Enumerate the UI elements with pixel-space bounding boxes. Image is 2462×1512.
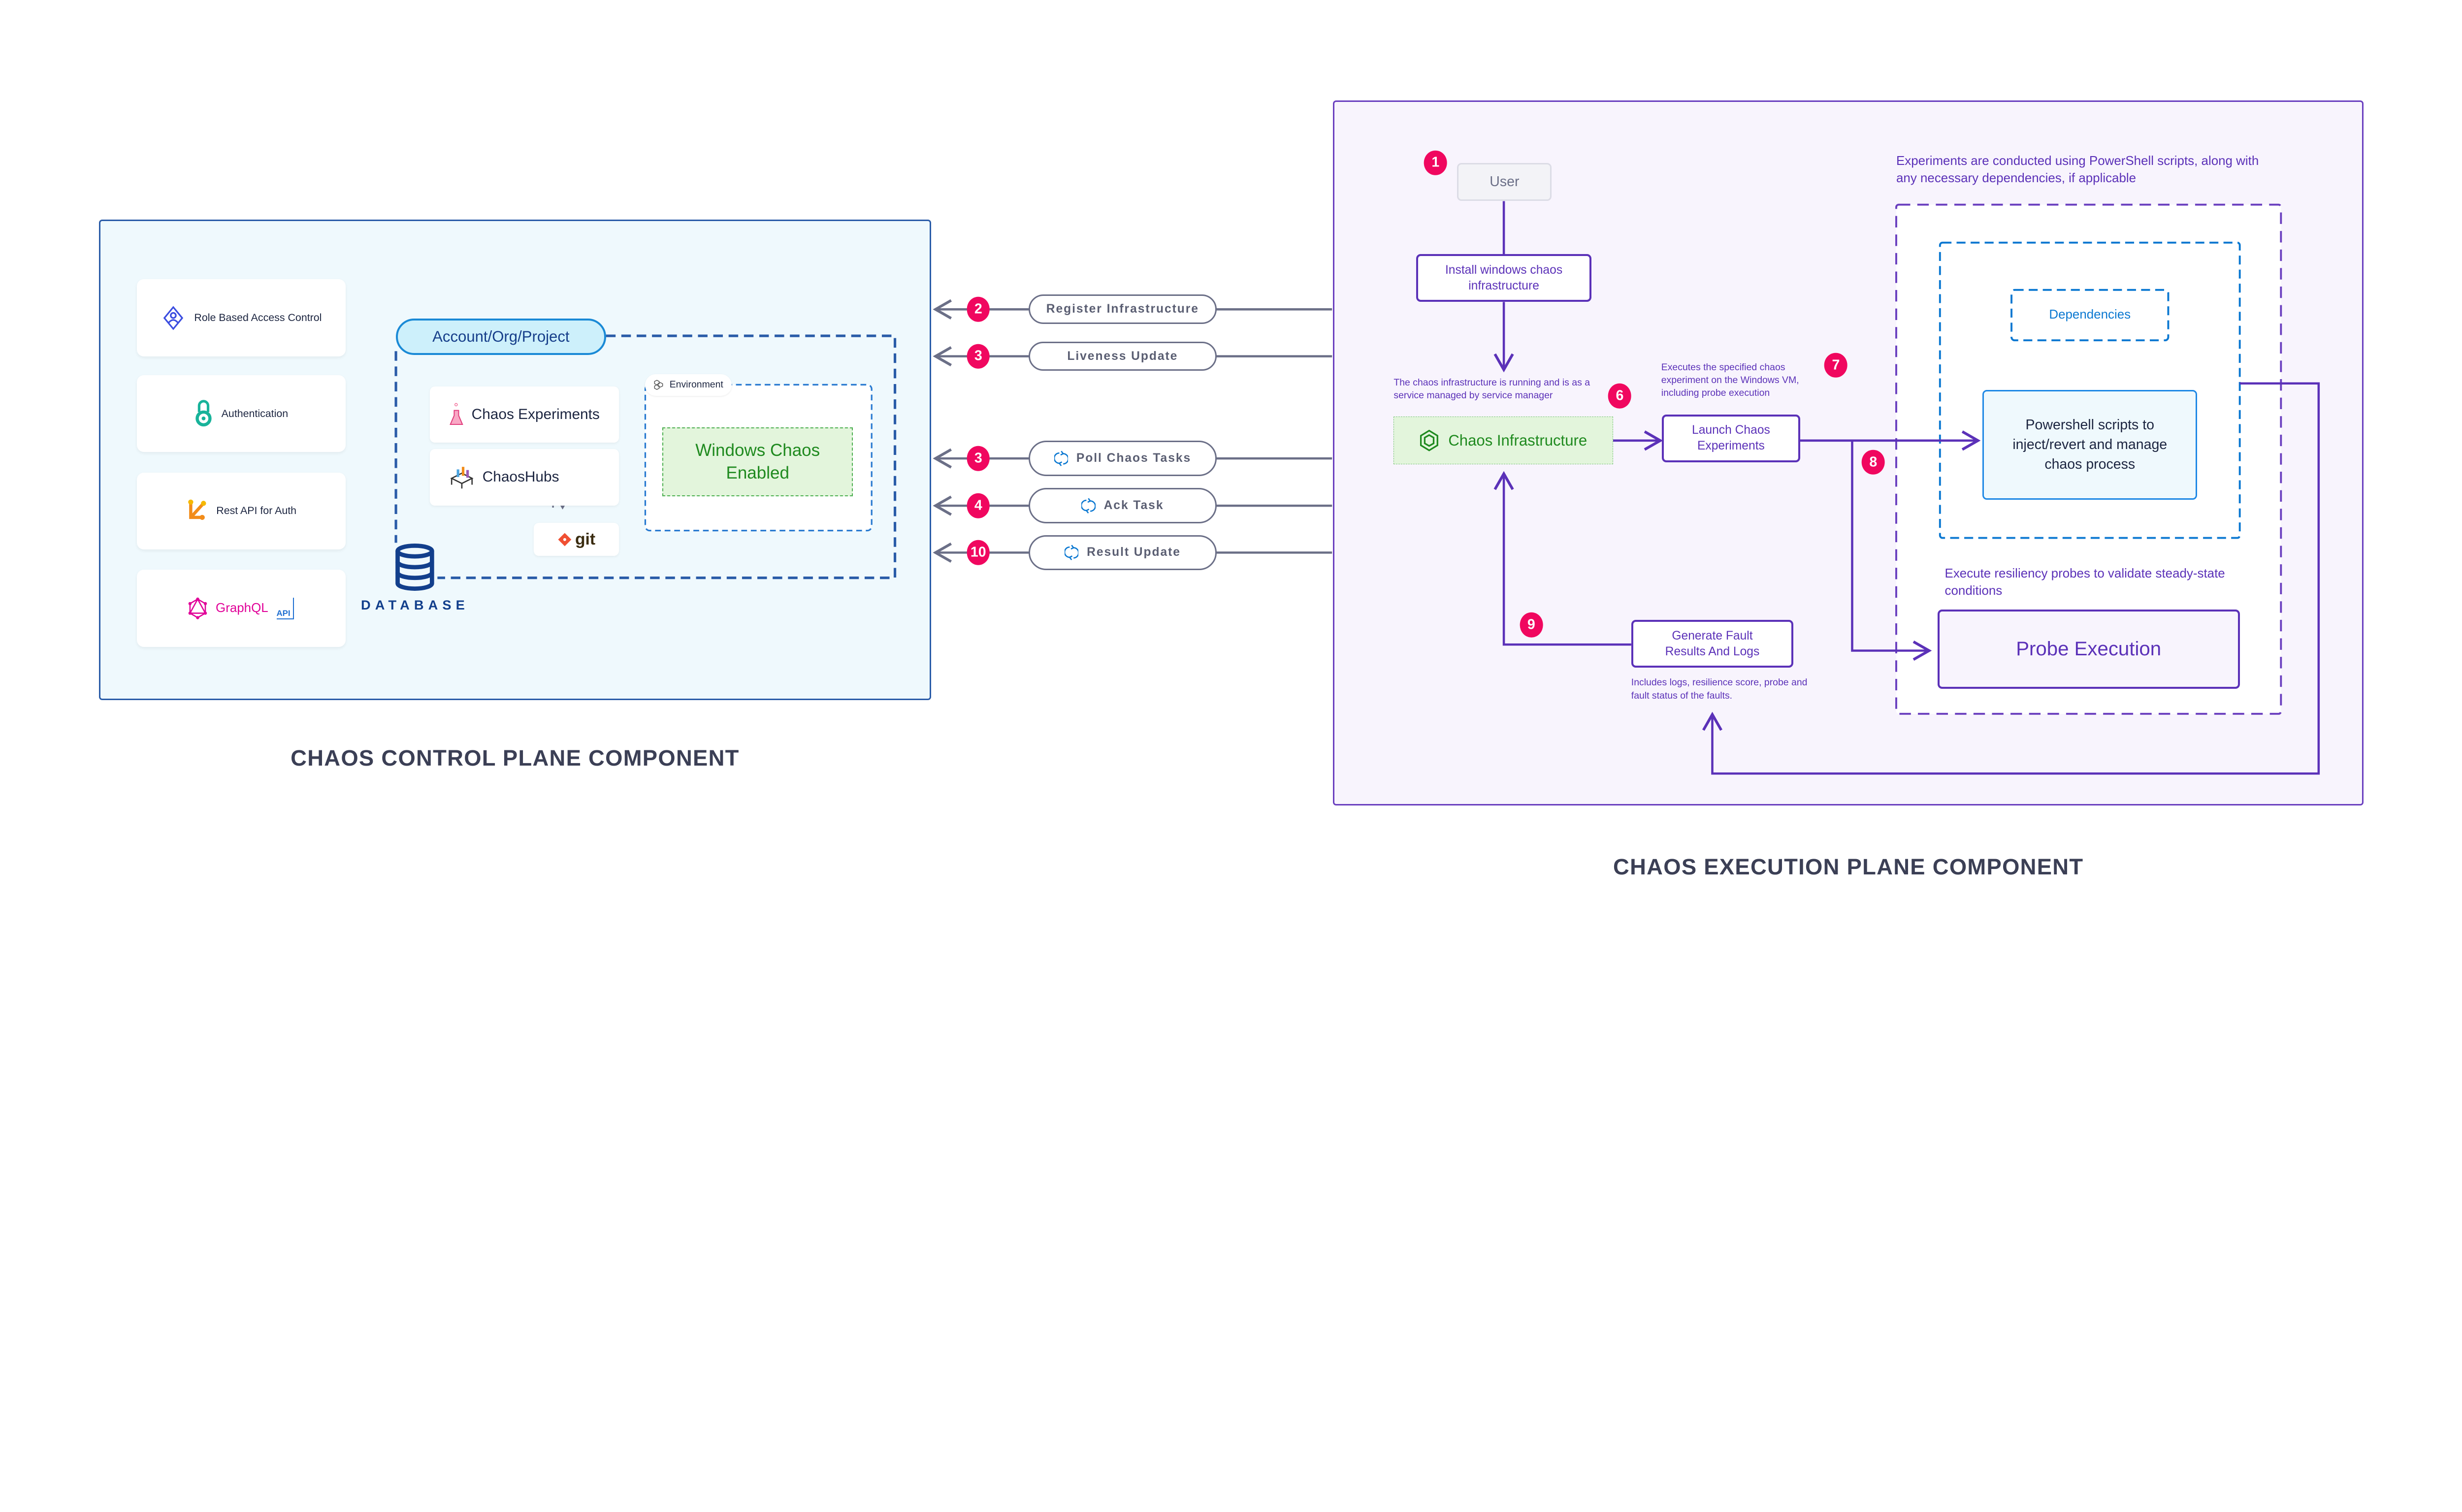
feature-card-rest-api: Rest API for Auth — [136, 472, 346, 549]
chaos-experiments-label: Chaos Experiments — [471, 406, 600, 422]
chaoshubs-label: ChaosHubs — [482, 469, 559, 485]
step-badge-10: 10 — [967, 540, 990, 565]
launch-experiments-box: Launch Chaos Experiments — [1662, 414, 1800, 462]
step-badge-3: 3 — [967, 446, 990, 471]
flask-icon — [450, 403, 464, 425]
feature-card-rbac: Role Based Access Control — [136, 279, 346, 356]
environment-text: Environment — [669, 379, 723, 390]
connection-pill: Poll Chaos Tasks — [1028, 441, 1217, 476]
dependencies-label: Dependencies — [2049, 308, 2131, 322]
arrow-launch-probe — [1851, 440, 1932, 661]
arrow-scripts-results — [1702, 382, 2320, 775]
step-badge-3: 3 — [967, 344, 990, 369]
powershell-box: Powershell scripts to inject/revert and … — [1982, 390, 2198, 500]
api-doc-icon: API — [276, 597, 294, 619]
hexagon-icon — [1420, 429, 1438, 451]
step-badge-7: 7 — [1824, 353, 1847, 378]
graphql-icon — [188, 597, 207, 619]
exec-note: Executes the specified chaos experiment … — [1661, 361, 1799, 399]
git-label: git — [575, 530, 596, 548]
arrow-results-infra — [1493, 471, 1631, 646]
feature-label: Role Based Access Control — [194, 311, 322, 323]
dependencies-box — [2010, 289, 2170, 342]
scope-pill: Account/Org/Project — [396, 319, 606, 355]
chaos-infrastructure-label: Chaos Infrastructure — [1448, 431, 1587, 449]
chaos-infrastructure-box: Chaos Infrastructure — [1393, 417, 1613, 465]
probe-note: Execute resiliency probes to validate st… — [1944, 566, 2225, 598]
git-icon — [558, 533, 571, 546]
rest-api-icon — [188, 499, 206, 520]
connection-pill: Result Update — [1028, 535, 1217, 571]
database-label: DATABASE — [361, 597, 469, 612]
step-badge-4: 4 — [967, 493, 990, 518]
control-plane-title: CHAOS CONTROL PLANE COMPONENT — [291, 745, 740, 771]
user-box: User — [1457, 162, 1552, 201]
step-badge-1: 1 — [1424, 150, 1447, 175]
connection-label: Register Infrastructure — [1046, 302, 1199, 316]
install-infra-box: Install windows chaos infrastructure — [1416, 254, 1592, 302]
rbac-icon — [163, 305, 183, 330]
feature-card-graphql: GraphQL API — [136, 570, 346, 647]
feature-label: Rest API for Auth — [216, 505, 297, 517]
connection-pill: Liveness Update — [1028, 341, 1217, 371]
feature-label: Authentication — [221, 407, 289, 419]
step-badge-8: 8 — [1861, 450, 1885, 475]
step-badge-6: 6 — [1608, 383, 1631, 409]
connection-label: Liveness Update — [1067, 349, 1178, 363]
generate-results-box: Generate Fault Results And Logs — [1631, 619, 1794, 668]
connection-label: Result Update — [1087, 546, 1181, 559]
execution-plane-title: CHAOS EXECUTION PLANE COMPONENT — [1613, 854, 2084, 879]
chaoshub-icon — [450, 467, 474, 489]
graphql-label: GraphQL — [216, 601, 268, 615]
scope-dashed-box — [437, 334, 897, 579]
sync-icon — [1081, 498, 1096, 514]
chaoshubs-card: ChaosHubs — [430, 449, 619, 506]
connection-pill: Ack Task — [1028, 488, 1217, 523]
database-icon — [395, 543, 434, 591]
sync-icon — [1064, 545, 1079, 561]
chaos-experiments-card: Chaos Experiments — [430, 386, 619, 443]
connection-pill: Register Infrastructure — [1028, 294, 1217, 324]
step-badge-9: 9 — [1520, 612, 1543, 638]
sync-icon — [1054, 450, 1069, 466]
environment-label: Environment — [645, 374, 732, 396]
probe-execution-box: Probe Execution — [1937, 609, 2240, 689]
results-note: Includes logs, resilience score, probe a… — [1631, 677, 1808, 701]
scripts-note: Experiments are conducted using PowerShe… — [1896, 154, 2259, 185]
auth-icon — [195, 400, 212, 426]
hexagon-cluster-icon — [654, 380, 663, 390]
feature-card-authentication: Authentication — [136, 375, 346, 452]
connection-label: Ack Task — [1103, 499, 1164, 513]
connection-label: Poll Chaos Tasks — [1076, 451, 1192, 465]
windows-chaos-enabled: Windows Chaos Enabled — [662, 427, 853, 496]
git-card: git — [534, 523, 619, 556]
infra-note: The chaos infrastructure is running and … — [1393, 377, 1590, 401]
step-badge-2: 2 — [967, 297, 990, 322]
